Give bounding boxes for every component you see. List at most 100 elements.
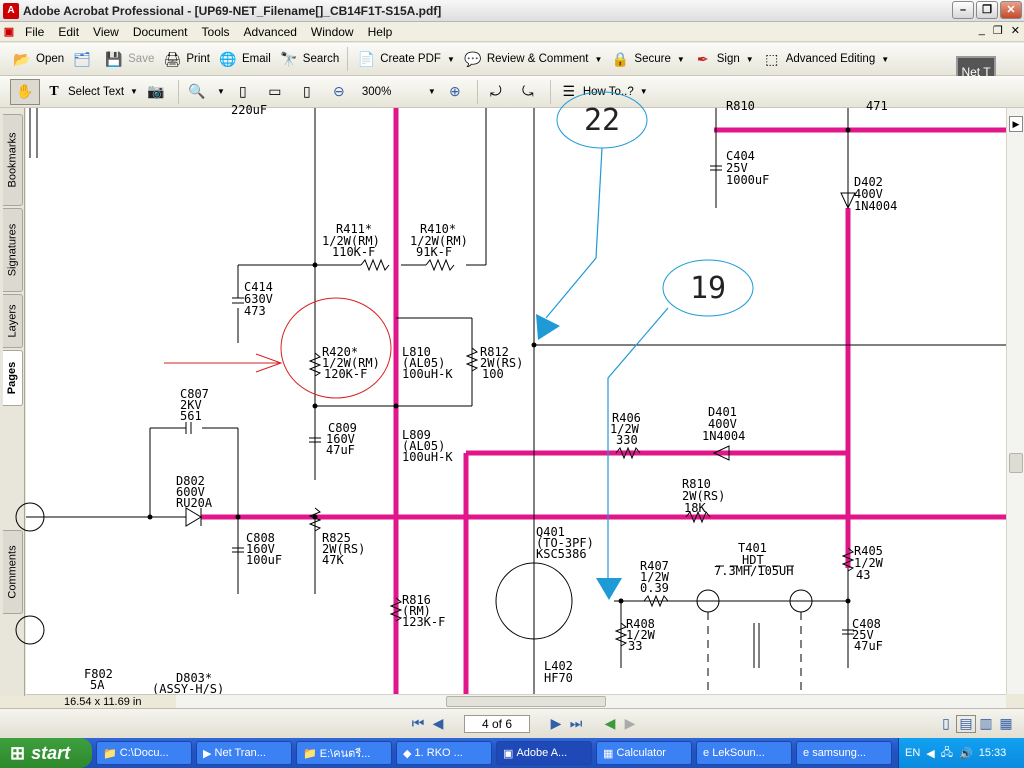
single-page-icon: ▯ [942,715,950,731]
continuous-facing-button[interactable]: ▦ [996,715,1016,733]
secure-button[interactable]: 🔒Secure▼ [606,46,688,72]
component-label: 2KV [180,398,202,412]
doc-minimize-button[interactable]: _ [978,24,985,36]
callout-22: 22 [584,103,620,138]
email-button[interactable]: 🌐Email [214,46,275,72]
doc-icon[interactable]: ▣ [3,26,15,38]
tab-pages[interactable]: Pages [3,350,23,406]
review-comment-button[interactable]: 💬Review & Comment▼ [459,46,607,72]
fit-width-button[interactable]: ▯ [293,79,325,105]
task-net-transport[interactable]: ▶ Net Tran... [196,741,292,765]
single-page-button[interactable]: ▯ [936,715,956,733]
doc-restore-button[interactable]: ❐ [992,25,1003,37]
menu-edit[interactable]: Edit [58,24,80,39]
doc-close-button[interactable]: ✕ [1010,25,1020,37]
network-icon[interactable]: 🖧 [940,746,954,759]
menu-file[interactable]: File [25,24,45,39]
tab-comments[interactable]: Comments [3,530,23,614]
volume-icon[interactable]: 🔊 [959,747,973,760]
facing-button[interactable]: ▥ [976,715,996,733]
sign-button[interactable]: ✒Sign▼ [689,46,758,72]
tab-signatures[interactable]: Signatures [3,208,23,292]
chevron-down-icon: ▼ [639,87,648,96]
menu-tools[interactable]: Tools [201,24,230,39]
print-button[interactable]: 🖨Print [158,46,214,72]
component-label: HDT [742,553,764,567]
horizontal-scrollbar[interactable] [26,694,1006,708]
split-arrow-icon[interactable]: ▶ [1009,116,1023,132]
vertical-scroll-thumb[interactable] [1009,453,1023,473]
continuous-facing-icon: ▦ [999,715,1013,731]
continuous-button[interactable]: ▤ [956,714,976,733]
document-window-controls: _ ❐ ✕ [979,24,1020,37]
fit-page-button[interactable]: ▭ [261,79,293,105]
component-label: C404 [726,149,755,163]
menu-view[interactable]: View [93,24,119,39]
open-button[interactable]: 📂Open [8,46,68,72]
task-calculator[interactable]: ▦ Calculator [596,741,692,765]
language-indicator[interactable]: EN [905,747,921,759]
next-page-button[interactable]: ▶ [546,715,566,733]
component-label: L809 [402,428,431,442]
camera-icon: 📷 [147,83,165,99]
zoom-out-button[interactable]: ⊖ [325,79,357,105]
component-label: (AL05) [402,439,445,453]
minimize-button[interactable]: – [952,1,974,19]
rotate-button[interactable]: ⤾ [482,79,514,105]
component-label: R816 [402,593,431,607]
close-button[interactable]: ✕ [1000,1,1022,19]
page-icon: ▯ [239,83,247,99]
restore-button[interactable]: ❐ [976,1,998,19]
net-transport-icon: ▶ [203,747,215,760]
menu-window[interactable]: Window [310,24,354,39]
tray-arrow-icon[interactable]: ◀ [926,747,935,760]
first-page-button[interactable]: ⏮ [408,715,428,733]
folder-open-icon: 📂 [13,50,31,67]
acrobat-app-icon: A [3,2,19,19]
menu-document[interactable]: Document [132,24,188,39]
menu-help[interactable]: Help [367,24,393,39]
organizer-button[interactable]: 🗂 [68,46,100,72]
hand-tool-button[interactable]: ✋ [10,78,40,105]
snapshot-button[interactable]: 📷 [142,79,174,105]
advanced-editing-button[interactable]: ⬚Advanced Editing▼ [758,46,893,72]
task-samsung[interactable]: e samsung... [796,741,892,765]
last-page-button[interactable]: ⏭ [566,715,586,733]
component-label: R411* [336,222,372,236]
save-button[interactable]: 💾Save [100,46,158,72]
page-number-field[interactable]: 4 of 6 [464,714,530,733]
create-pdf-button[interactable]: 📄Create PDF▼ [352,46,459,72]
task-explorer-music[interactable]: 📁 E:\คนตรี... [296,741,392,765]
task-explorer-docs[interactable]: 📁 C:\Docu... [96,741,192,765]
previous-view-button[interactable]: ◀ [600,715,620,733]
zoom-level-select[interactable]: 300%▼ [361,85,436,98]
component-label: 110K-F [332,245,375,259]
vertical-scrollbar[interactable]: ▶ [1006,108,1024,694]
component-label: 47K [322,553,344,567]
search-button[interactable]: 🔭Search [275,46,343,72]
menu-advanced[interactable]: Advanced [243,24,297,39]
create-pdf-icon: 📄 [357,50,375,67]
component-label: 7.3MH/105UH [714,564,793,578]
next-view-button[interactable]: ▶ [620,715,640,733]
zoom-in-button[interactable]: ⊕ [441,79,473,105]
task-leksound[interactable]: e LekSoun... [696,741,792,765]
tab-bookmarks[interactable]: Bookmarks [3,114,23,206]
title-bar[interactable]: A Adobe Acrobat Professional - [UP69-NET… [0,0,1024,22]
actual-size-button[interactable]: ▯ [229,79,261,105]
component-label: 1/2W [854,556,884,570]
task-adobe-acrobat[interactable]: ▣ Adobe A... [496,741,592,765]
comment-icon: 💬 [464,50,482,67]
tab-layers[interactable]: Layers [3,294,23,348]
component-label: 1/2W(RM) [410,234,468,248]
rotate-ccw-button[interactable]: ⤿ [514,79,546,105]
horizontal-scroll-thumb[interactable] [446,696,606,707]
task-rko[interactable]: ◆ 1. RKO ... [396,741,492,765]
start-button[interactable]: ⊞start [0,738,92,768]
zoom-in-tool-button[interactable]: 🔍▼ [183,79,229,105]
previous-page-button[interactable]: ◀ [428,715,448,733]
component-label: 630V [244,292,273,306]
